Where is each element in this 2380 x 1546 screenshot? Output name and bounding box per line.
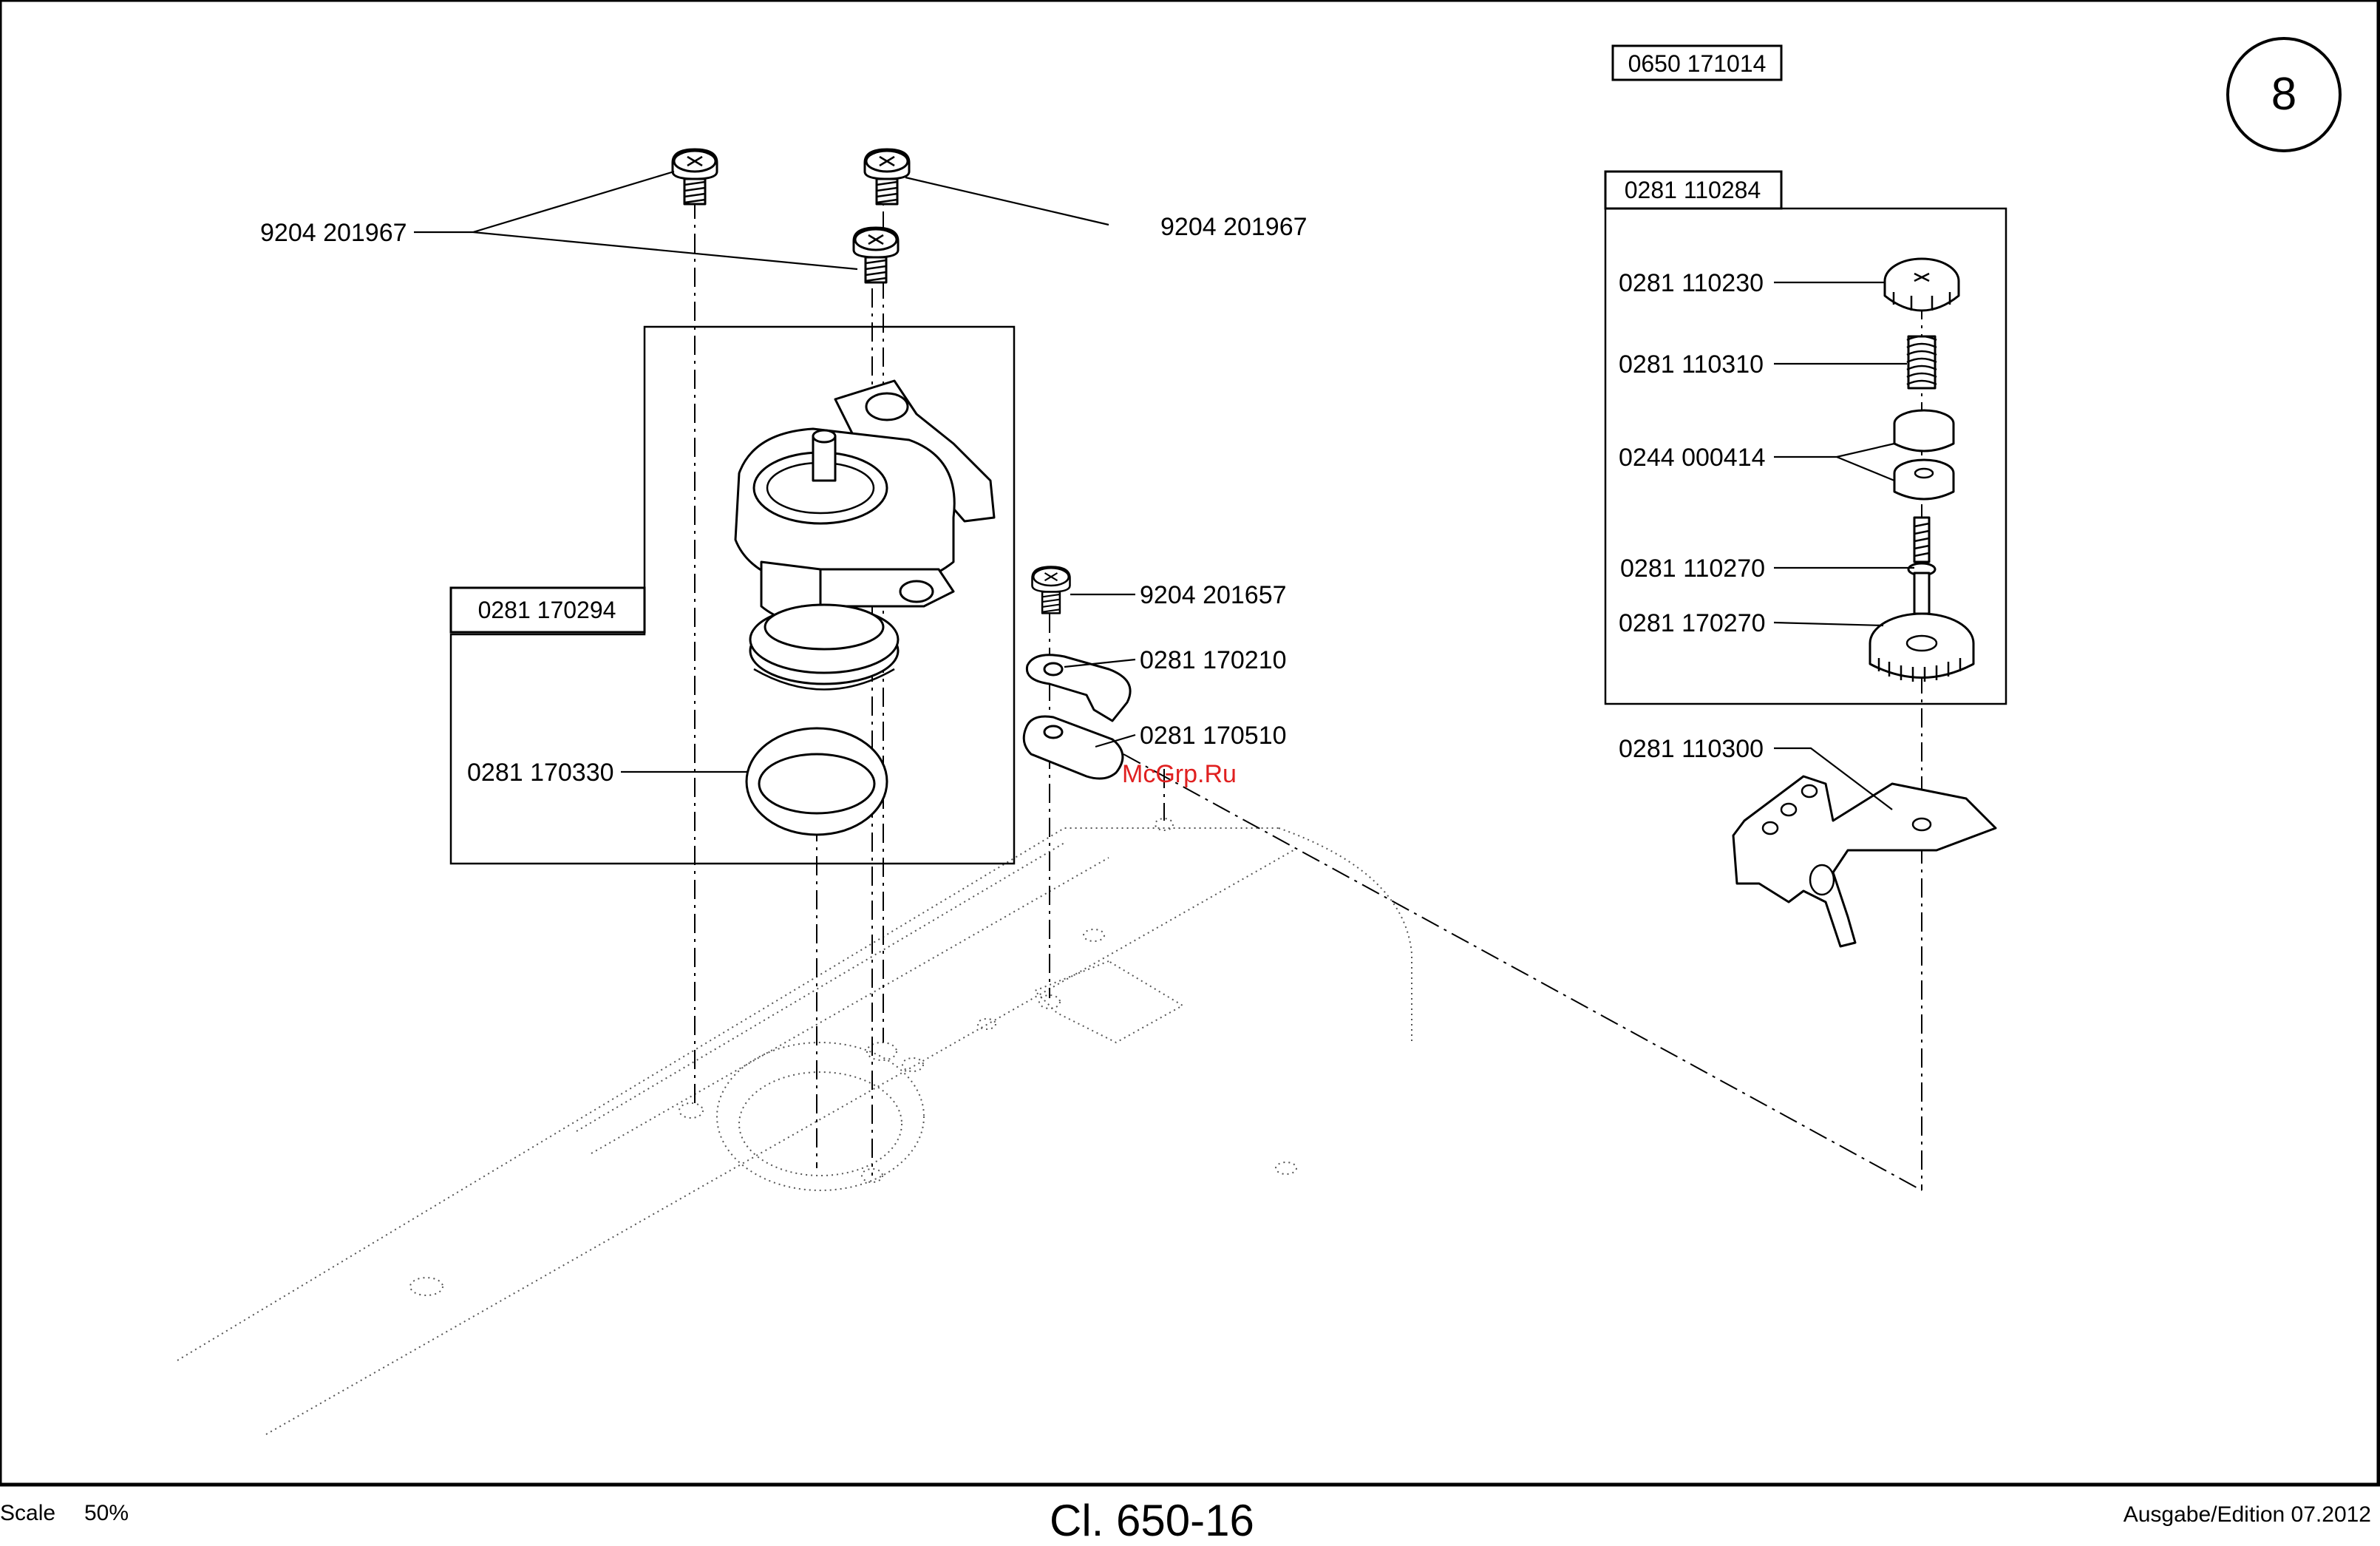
scale-value: 50% — [84, 1501, 129, 1526]
page-number-badge: 8 — [2228, 38, 2340, 151]
washer-icon — [1894, 410, 1954, 499]
doc-number: 0650 171014 — [1628, 50, 1767, 77]
part-label: 0281 110310 — [1619, 350, 1764, 379]
part-label: 0281 110270 — [1620, 555, 1765, 583]
part-label: 0281 110300 — [1619, 735, 1764, 763]
threaded-stud-icon — [1908, 518, 1935, 614]
part-label: 0281 110230 — [1619, 269, 1764, 297]
assembly-label-left: 0281 170294 — [478, 597, 616, 623]
scale-label: Scale — [0, 1501, 55, 1526]
leader-lines — [414, 172, 1914, 810]
knurled-cap-icon — [1885, 259, 1959, 311]
screw-icon — [865, 149, 909, 204]
bobbin-case-assembly-icon — [735, 381, 994, 690]
alignment-lines — [695, 177, 1922, 1190]
spring-icon — [1907, 336, 1937, 388]
part-label: 0281 170210 — [1140, 646, 1287, 674]
part-label: 0281 170330 — [467, 759, 614, 787]
watermark: McGrp.Ru — [1122, 760, 1237, 788]
assembly-label-right: 0281 110284 — [1625, 177, 1761, 203]
screw-icon — [1033, 567, 1070, 614]
part-label: 9204 201967 — [1160, 213, 1308, 241]
part-label: 0281 170270 — [1619, 609, 1766, 637]
ring-gasket-icon — [747, 728, 887, 835]
part-label: 9204 201967 — [260, 219, 407, 247]
part-label: 0281 170510 — [1140, 722, 1287, 750]
plate-icon — [1024, 716, 1123, 779]
part-label: 0244 000414 — [1619, 444, 1766, 472]
page-title: Cl. 650-16 — [1050, 1495, 1254, 1546]
doc-number-box: 0650 171014 — [1613, 46, 1781, 80]
screw-icon — [854, 228, 898, 282]
part-label: 9204 201657 — [1140, 581, 1287, 609]
bracket-icon — [1733, 776, 1996, 946]
edition-label: Ausgabe/Edition 07.2012 — [2124, 1502, 2371, 1528]
page-number: 8 — [2271, 69, 2296, 120]
machine-base-outline — [177, 818, 1412, 1434]
screw-icon — [673, 149, 717, 204]
knurled-nut-icon — [1870, 614, 1973, 682]
